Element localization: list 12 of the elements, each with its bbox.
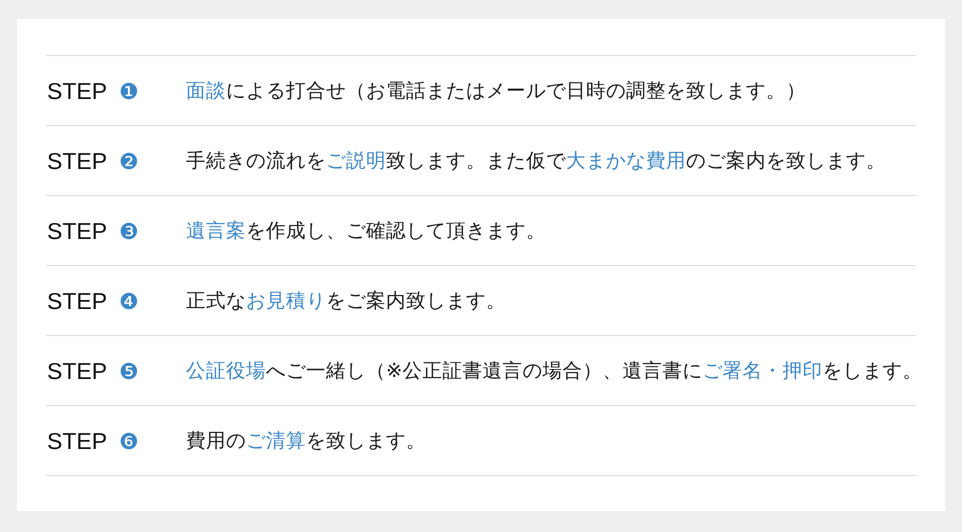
step-description: 面談による打合せ（お電話またはメールで日時の調整を致します。） xyxy=(186,78,806,104)
step-description: 費用のご清算を致します。 xyxy=(186,428,426,454)
step-number-label: STEP ❸ xyxy=(47,218,139,246)
step-number-label: STEP ❷ xyxy=(47,148,139,176)
step-number-label: STEP ❹ xyxy=(47,288,139,316)
step-description: 遺言案を作成し、ご確認して頂きます。 xyxy=(186,218,546,244)
step-number-label: STEP ❻ xyxy=(47,428,139,456)
step-description: 正式なお見積りをご案内致します。 xyxy=(186,288,506,314)
step-number-label: STEP ❶ xyxy=(47,78,139,106)
step-description: 公証役場へご一緒し（※公正証書遺言の場合）、遺言書にご署名・押印をします。 xyxy=(186,358,922,384)
step-description: 手続きの流れをご説明致します。また仮で大まかな費用のご案内を致します。 xyxy=(186,148,886,174)
step-number-label: STEP ❺ xyxy=(47,358,139,386)
